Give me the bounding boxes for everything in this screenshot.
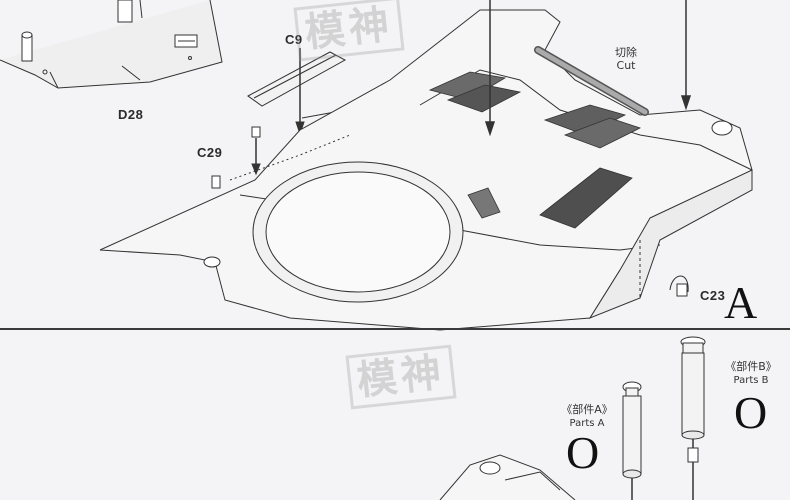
cut-bar-drawing (534, 46, 649, 116)
label-d28: D28 (118, 107, 144, 122)
watermark-bottom: 模神 (345, 344, 457, 410)
section-divider (0, 328, 790, 330)
parts-b-cn-label: 《部件B》 (725, 360, 777, 373)
part-c29-drawing (251, 126, 261, 176)
parts-a-drawing (622, 381, 642, 500)
parts-b-marker: O (734, 387, 768, 438)
part-c23-drawing (669, 275, 689, 297)
part-c9-drawing (247, 48, 347, 136)
label-c23: C23 (700, 288, 726, 303)
parts-a-cn-label: 《部件A》 (561, 403, 613, 416)
label-cut-en: Cut (616, 59, 636, 72)
assembly-arrows (484, 0, 692, 137)
parts-a-en-label: Parts A (569, 418, 605, 429)
label-cut-cn: 切除 (615, 46, 637, 59)
lower-hull-drawing (439, 454, 576, 500)
label-c9: C9 (285, 32, 303, 47)
label-c29: C29 (197, 145, 223, 160)
engine-grilles-drawing (428, 71, 642, 229)
parts-b-en-label: Parts B (733, 375, 769, 386)
parts-b-drawing (680, 336, 706, 500)
variant-marker-a: A (724, 277, 758, 328)
part-d28-drawing (0, 0, 223, 89)
hull-deck-drawing (99, 9, 753, 331)
parts-a-marker: O (566, 427, 600, 478)
